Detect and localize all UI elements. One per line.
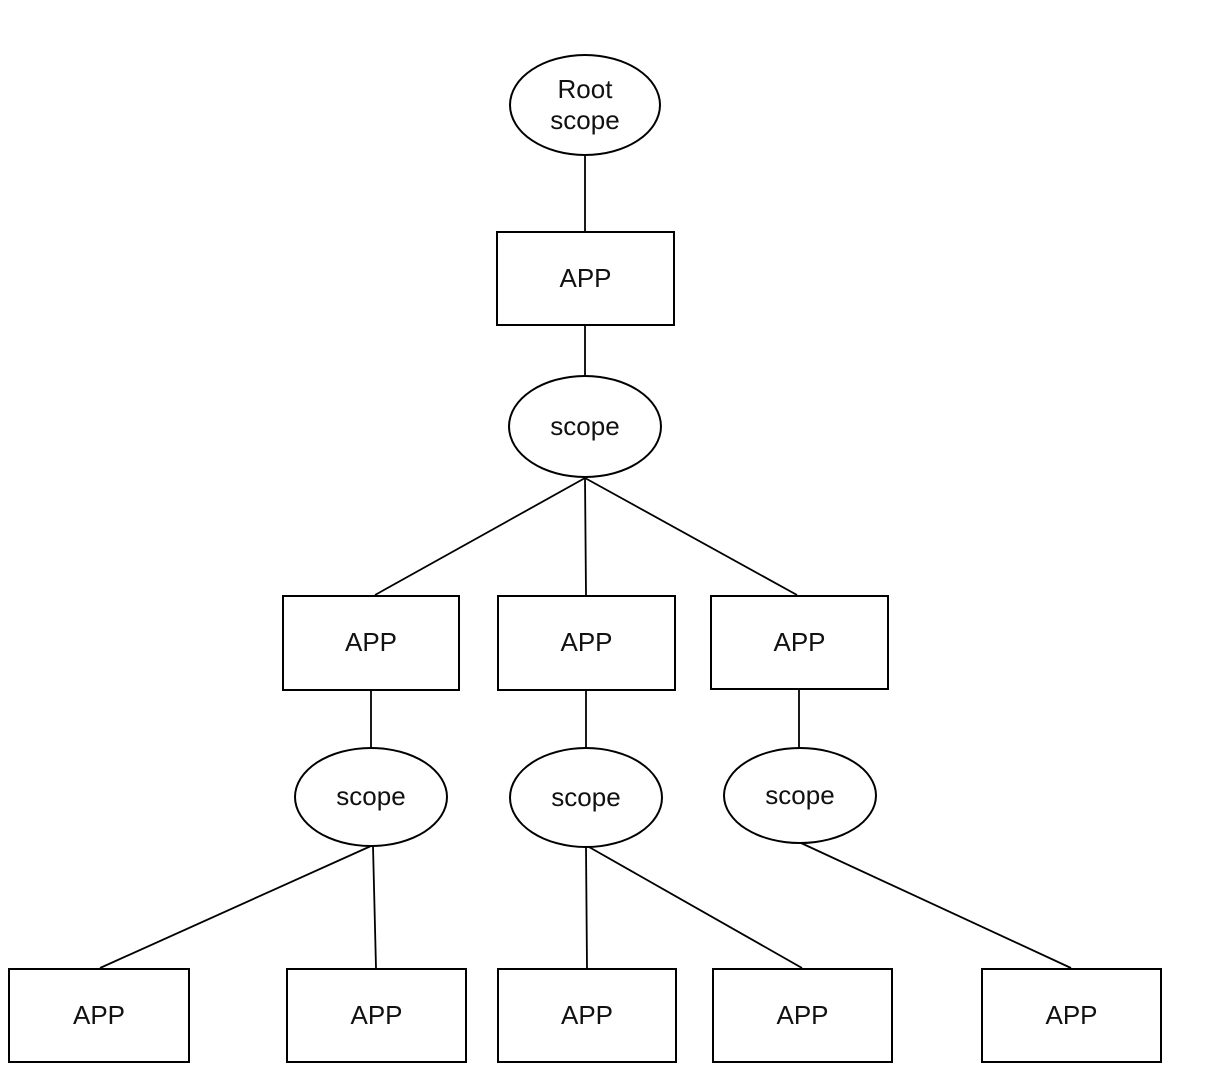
edge-scope1-app2right: [584, 477, 798, 596]
node-app-level2-right: APP: [710, 595, 889, 690]
node-app-level2-left: APP: [282, 595, 460, 691]
node-scope-level1: scope: [508, 375, 662, 478]
node-app-level3-1: APP: [8, 968, 190, 1063]
node-app-level2-mid: APP: [497, 595, 676, 691]
node-app-level3-2: APP: [286, 968, 467, 1063]
node-app-level3-4: APP: [712, 968, 893, 1063]
edge-scopeleft-app31: [99, 845, 372, 969]
node-app-level3-3: APP: [497, 968, 677, 1063]
node-app-level3-5: APP: [981, 968, 1162, 1063]
edge-scopemid-app33: [585, 846, 588, 969]
node-scope-mid: scope: [509, 747, 663, 848]
edge-scoperight-app35: [800, 842, 1072, 969]
edge-scopemid-app34: [588, 846, 803, 969]
edge-scopeleft-app32: [372, 845, 377, 969]
edge-scope1-app2mid: [584, 477, 587, 596]
node-app-level1: APP: [496, 231, 675, 326]
node-scope-left: scope: [294, 747, 448, 847]
node-scope-right: scope: [723, 747, 877, 844]
edge-scope1-app2left: [374, 477, 586, 596]
node-root-scope: Root scope: [509, 54, 661, 156]
